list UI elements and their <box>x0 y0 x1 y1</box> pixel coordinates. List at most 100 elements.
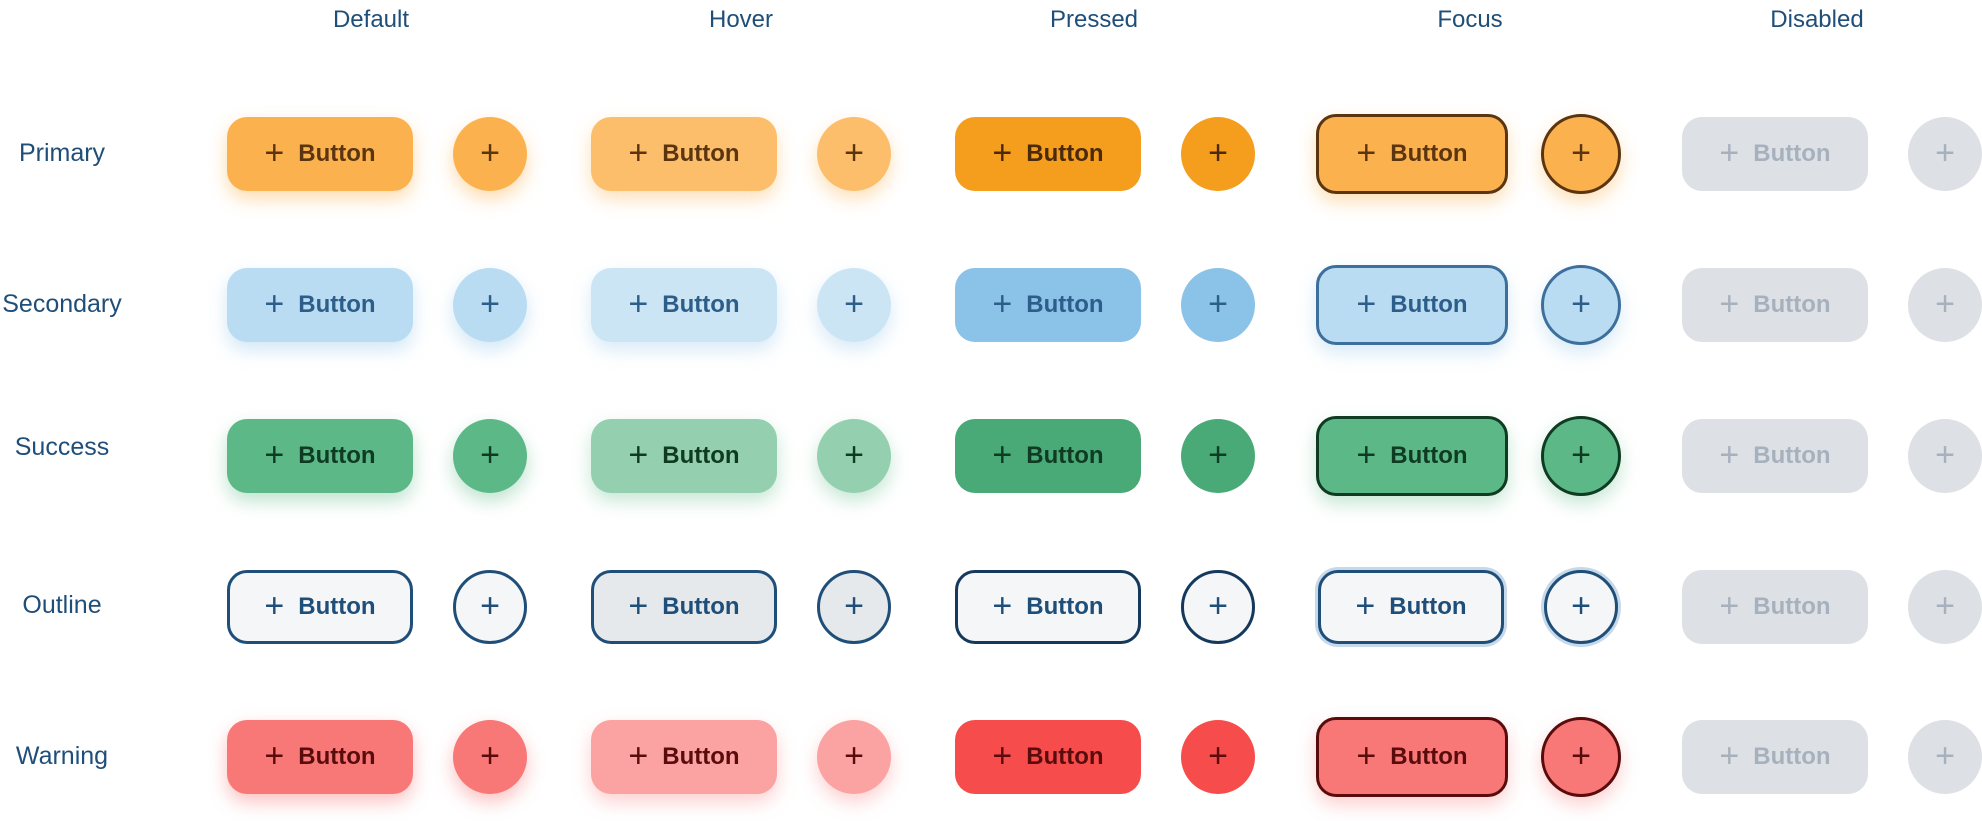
success-focus-button[interactable]: + Button <box>1316 416 1508 496</box>
warning-focus-button[interactable]: + Button <box>1316 717 1508 797</box>
plus-icon: + <box>1356 435 1377 474</box>
plus-icon: + <box>480 133 500 172</box>
secondary-pressed-button[interactable]: + Button <box>955 268 1141 342</box>
secondary-default-icon-button[interactable]: + <box>453 268 527 342</box>
outline-hover-icon-button[interactable]: + <box>817 570 891 644</box>
warning-disabled-button[interactable]: + Button <box>1682 720 1868 794</box>
warning-disabled-icon-button[interactable]: + <box>1908 720 1982 794</box>
plus-icon: + <box>628 133 649 172</box>
outline-disabled-icon-button[interactable]: + <box>1908 570 1982 644</box>
plus-icon: + <box>844 284 864 323</box>
outline-focus-icon-button[interactable]: + <box>1544 570 1618 644</box>
primary-disabled-icon-button[interactable]: + <box>1908 117 1982 191</box>
button-label: Button <box>1026 140 1104 167</box>
plus-icon: + <box>1571 736 1591 775</box>
plus-icon: + <box>1719 435 1740 474</box>
primary-pressed-icon-button[interactable]: + <box>1181 117 1255 191</box>
button-label: Button <box>662 140 740 167</box>
plus-icon: + <box>1208 435 1228 474</box>
plus-icon: + <box>1935 586 1955 625</box>
plus-icon: + <box>628 736 649 775</box>
button-label: Button <box>662 593 740 620</box>
warning-hover-button[interactable]: + Button <box>591 720 777 794</box>
button-label: Button <box>1026 442 1104 469</box>
secondary-hover-icon-button[interactable]: + <box>817 268 891 342</box>
outline-default-button[interactable]: + Button <box>227 570 413 644</box>
button-label: Button <box>298 593 376 620</box>
button-label: Button <box>1753 743 1831 770</box>
outline-pressed-button[interactable]: + Button <box>955 570 1141 644</box>
primary-default-button[interactable]: + Button <box>227 117 413 191</box>
plus-icon: + <box>1356 284 1377 323</box>
warning-pressed-button[interactable]: + Button <box>955 720 1141 794</box>
plus-icon: + <box>264 435 285 474</box>
button-label: Button <box>298 442 376 469</box>
success-pressed-icon-button[interactable]: + <box>1181 419 1255 493</box>
plus-icon: + <box>1935 736 1955 775</box>
primary-pressed-button[interactable]: + Button <box>955 117 1141 191</box>
secondary-focus-button[interactable]: + Button <box>1316 265 1508 345</box>
success-pressed-button[interactable]: + Button <box>955 419 1141 493</box>
column-header-default: Default <box>332 6 410 33</box>
outline-focus-button[interactable]: + Button <box>1318 570 1504 644</box>
plus-icon: + <box>628 435 649 474</box>
secondary-hover-button[interactable]: + Button <box>591 268 777 342</box>
secondary-focus-icon-button[interactable]: + <box>1541 265 1621 345</box>
plus-icon: + <box>1719 586 1740 625</box>
plus-icon: + <box>1935 284 1955 323</box>
warning-pressed-icon-button[interactable]: + <box>1181 720 1255 794</box>
success-default-icon-button[interactable]: + <box>453 419 527 493</box>
outline-pressed-icon-button[interactable]: + <box>1181 570 1255 644</box>
warning-default-button[interactable]: + Button <box>227 720 413 794</box>
warning-default-icon-button[interactable]: + <box>453 720 527 794</box>
outline-hover-button[interactable]: + Button <box>591 570 777 644</box>
secondary-disabled-icon-button[interactable]: + <box>1908 268 1982 342</box>
plus-icon: + <box>1356 133 1377 172</box>
success-disabled-button[interactable]: + Button <box>1682 419 1868 493</box>
plus-icon: + <box>480 435 500 474</box>
secondary-default-button[interactable]: + Button <box>227 268 413 342</box>
secondary-pressed-icon-button[interactable]: + <box>1181 268 1255 342</box>
row-label-secondary: Secondary <box>2 290 122 318</box>
warning-focus-icon-button[interactable]: + <box>1541 717 1621 797</box>
button-label: Button <box>298 743 376 770</box>
button-label: Button <box>1389 593 1467 620</box>
secondary-disabled-button[interactable]: + Button <box>1682 268 1868 342</box>
plus-icon: + <box>992 736 1013 775</box>
success-hover-icon-button[interactable]: + <box>817 419 891 493</box>
primary-focus-icon-button[interactable]: + <box>1541 114 1621 194</box>
button-label: Button <box>1390 743 1468 770</box>
button-label: Button <box>298 140 376 167</box>
plus-icon: + <box>264 586 285 625</box>
success-focus-icon-button[interactable]: + <box>1541 416 1621 496</box>
outline-disabled-button[interactable]: + Button <box>1682 570 1868 644</box>
row-label-outline: Outline <box>22 591 102 619</box>
plus-icon: + <box>1571 284 1591 323</box>
plus-icon: + <box>1935 133 1955 172</box>
success-hover-button[interactable]: + Button <box>591 419 777 493</box>
primary-disabled-button[interactable]: + Button <box>1682 117 1868 191</box>
button-label: Button <box>662 743 740 770</box>
plus-icon: + <box>1571 133 1591 172</box>
row-label-primary: Primary <box>18 139 106 167</box>
primary-focus-button[interactable]: + Button <box>1316 114 1508 194</box>
plus-icon: + <box>1208 736 1228 775</box>
primary-hover-button[interactable]: + Button <box>591 117 777 191</box>
primary-default-icon-button[interactable]: + <box>453 117 527 191</box>
plus-icon: + <box>1208 133 1228 172</box>
button-label: Button <box>1026 291 1104 318</box>
primary-hover-icon-button[interactable]: + <box>817 117 891 191</box>
success-default-button[interactable]: + Button <box>227 419 413 493</box>
column-header-disabled: Disabled <box>1770 6 1864 33</box>
plus-icon: + <box>992 133 1013 172</box>
plus-icon: + <box>992 586 1013 625</box>
warning-hover-icon-button[interactable]: + <box>817 720 891 794</box>
column-header-hover: Hover <box>708 6 774 33</box>
plus-icon: + <box>628 586 649 625</box>
row-label-warning: Warning <box>15 742 109 770</box>
success-disabled-icon-button[interactable]: + <box>1908 419 1982 493</box>
button-label: Button <box>1390 140 1468 167</box>
plus-icon: + <box>992 284 1013 323</box>
outline-default-icon-button[interactable]: + <box>453 570 527 644</box>
